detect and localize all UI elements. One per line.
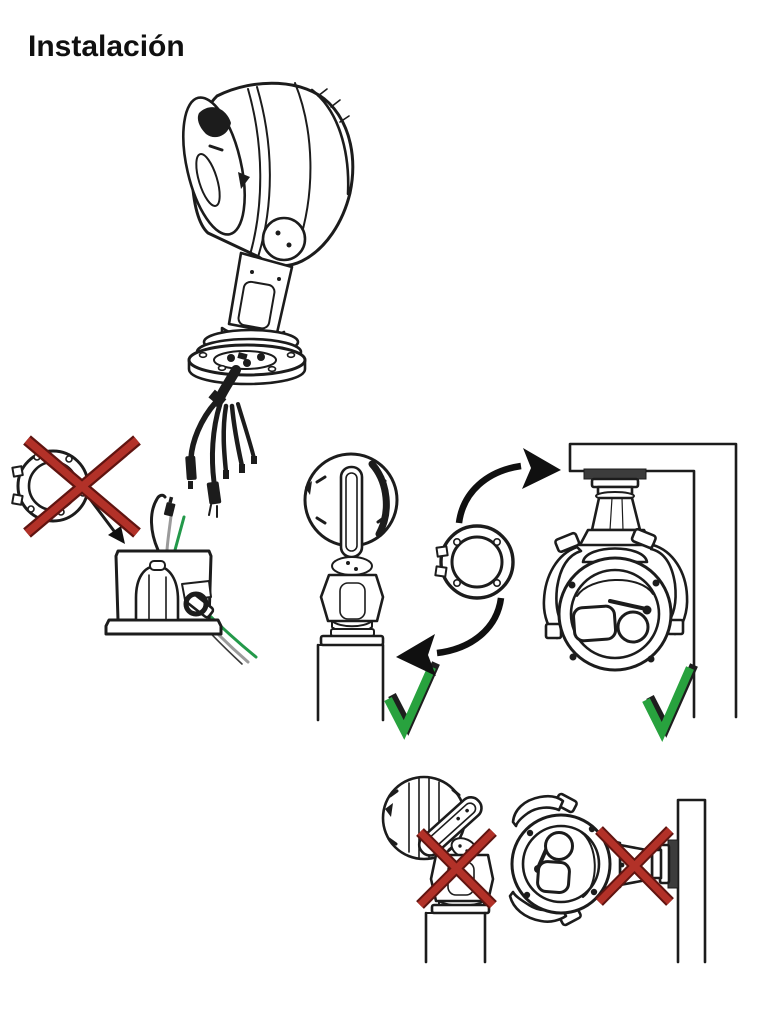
pole xyxy=(316,643,385,722)
figure-gasket-orientation-wrong xyxy=(11,435,258,665)
figure-tilted-mount-wrong xyxy=(381,775,497,964)
green-check-icon xyxy=(384,661,440,740)
optical-lens xyxy=(616,610,650,644)
rotate-arrow-up-icon xyxy=(455,448,561,524)
page-title: Instalación xyxy=(28,30,185,63)
cable-whip xyxy=(185,365,257,518)
red-x-icon xyxy=(595,826,674,906)
figure-ceiling-mount-correct xyxy=(542,442,738,743)
green-check-icon xyxy=(642,663,698,743)
junction-base xyxy=(104,493,258,665)
camera-lens-dark xyxy=(197,107,231,138)
thermal-lens xyxy=(572,604,618,643)
red-x-icon xyxy=(23,435,141,538)
figure-camera-exploded-view xyxy=(182,81,355,518)
optical-lens xyxy=(544,831,574,861)
adapter-ring xyxy=(434,524,515,600)
rotate-arrow-down-icon xyxy=(396,597,505,676)
figure-pole-mount-correct xyxy=(303,452,440,740)
thermal-lens xyxy=(536,860,571,894)
figure-wall-mount-wrong xyxy=(508,792,707,964)
pole xyxy=(424,911,487,964)
wall-structure xyxy=(676,798,707,964)
red-x-icon xyxy=(416,828,497,909)
